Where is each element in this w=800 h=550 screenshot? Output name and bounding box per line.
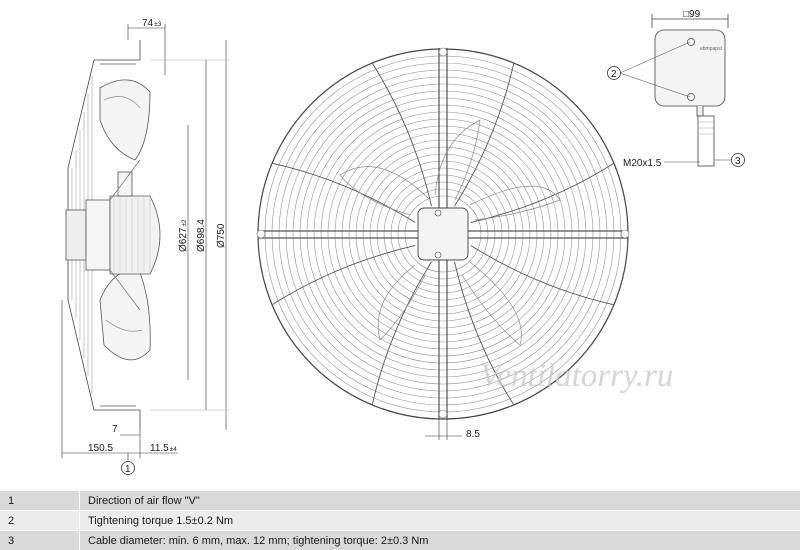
dim-box-99: □99 <box>683 9 701 20</box>
legend-row: 2 Tightening torque 1.5±0.2 Nm <box>0 511 800 531</box>
dim-627: Ø627±2 <box>178 219 189 252</box>
callout-3: 3 <box>732 154 745 168</box>
legend-table: 1 Direction of air flow "V" 2 Tightening… <box>0 490 800 550</box>
dim-750: Ø750 <box>216 223 227 248</box>
svg-text:2: 2 <box>611 69 617 80</box>
technical-drawing: 74±3 Ø627±2 Ø698.4 Ø750 7 150.5 11.5±4 1 <box>0 0 800 490</box>
legend-row: 3 Cable diameter: min. 6 mm, max. 12 mm;… <box>0 531 800 550</box>
legend-text: Direction of air flow "V" <box>80 491 800 511</box>
watermark-text: Ventilatorry.ru <box>480 358 673 394</box>
legend-row: 1 Direction of air flow "V" <box>0 491 800 511</box>
legend-number: 3 <box>0 531 80 550</box>
dim-m20: M20x1.5 <box>623 158 662 169</box>
terminal-box-detail <box>620 14 732 166</box>
dim-150: 150.5 <box>88 443 113 454</box>
legend-number: 2 <box>0 511 80 531</box>
ebmpapst-logo: ebmpapst <box>700 46 723 52</box>
legend-text: Cable diameter: min. 6 mm, max. 12 mm; t… <box>80 531 800 550</box>
dim-7: 7 <box>112 424 118 435</box>
callout-1: 1 <box>122 462 135 476</box>
legend-number: 1 <box>0 491 80 511</box>
callout-2: 2 <box>608 67 621 81</box>
dim-8-5: 8.5 <box>466 429 480 440</box>
dim-698: Ø698.4 <box>196 219 207 252</box>
dim-11-5: 11.5±4 <box>150 443 177 454</box>
svg-text:1: 1 <box>125 464 131 475</box>
legend-text: Tightening torque 1.5±0.2 Nm <box>80 511 800 531</box>
svg-text:3: 3 <box>735 156 741 167</box>
dim-74: 74±3 <box>142 18 162 29</box>
front-dimension-8-5 <box>425 418 462 440</box>
side-view <box>66 40 160 430</box>
